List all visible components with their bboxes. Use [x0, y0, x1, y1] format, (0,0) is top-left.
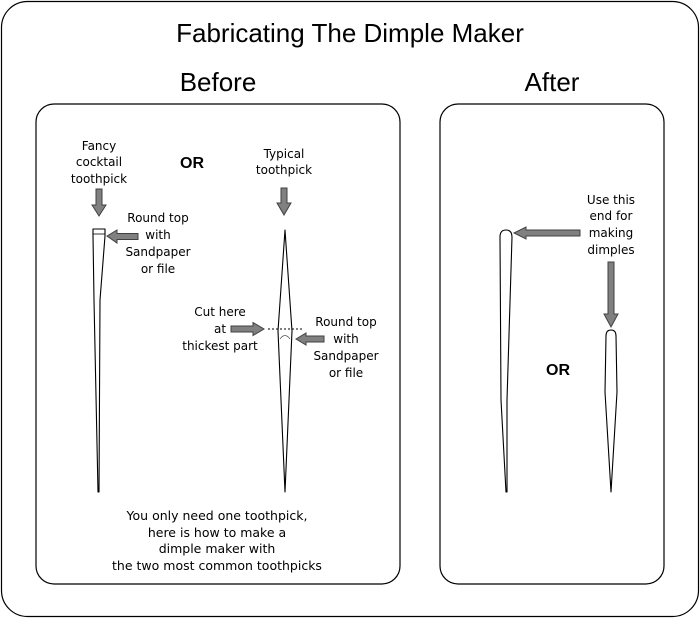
svg-text:thickest part: thickest part	[182, 339, 258, 353]
svg-text:toothpick: toothpick	[256, 163, 312, 177]
svg-text:Round top: Round top	[315, 315, 376, 329]
svg-text:Use this: Use this	[587, 193, 635, 207]
svg-text:Cut here: Cut here	[194, 305, 246, 319]
cut-here-label: Cut here at thickest part	[182, 305, 258, 353]
instructions-note: You only need one toothpick, here is how…	[112, 508, 322, 573]
left-arrow-icon	[295, 332, 325, 346]
svg-text:dimples: dimples	[587, 243, 634, 257]
left-arrow-icon	[512, 226, 581, 240]
down-arrow-icon	[603, 261, 619, 329]
svg-text:making: making	[589, 226, 634, 240]
svg-text:or file: or file	[329, 366, 363, 380]
fancy-toothpick	[92, 228, 106, 493]
left-arrow-icon	[106, 229, 139, 244]
down-arrow-icon	[91, 188, 107, 217]
svg-text:toothpick: toothpick	[71, 172, 127, 186]
or-label-after: OR	[546, 362, 570, 379]
svg-text:or file: or file	[141, 262, 175, 276]
finished-fancy-toothpick	[499, 229, 513, 493]
page-title: Fabricating The Dimple Maker	[176, 18, 524, 48]
finished-typical-toothpick	[604, 329, 618, 493]
down-arrow-icon	[276, 187, 292, 216]
svg-text:end for: end for	[590, 209, 633, 223]
svg-text:cocktail: cocktail	[76, 155, 122, 169]
svg-text:Round top: Round top	[127, 211, 188, 225]
rounded-top-mark	[279, 335, 291, 340]
svg-text:Typical: Typical	[263, 147, 305, 161]
svg-text:dimple maker with: dimple maker with	[159, 541, 276, 556]
use-this-end-label: Use this end for making dimples	[587, 193, 635, 257]
round-top-typical-label: Round top with Sandpaper or file	[313, 315, 378, 380]
svg-text:the two most common toothpicks: the two most common toothpicks	[112, 558, 322, 573]
svg-text:Fancy: Fancy	[82, 139, 116, 153]
svg-text:Sandpaper: Sandpaper	[313, 349, 378, 363]
or-label-before: OR	[180, 155, 204, 172]
after-panel	[439, 103, 665, 585]
fancy-toothpick-label: Fancy cocktail toothpick	[71, 139, 127, 186]
after-heading: After	[525, 67, 580, 97]
before-heading: Before	[180, 67, 257, 97]
svg-text:with: with	[145, 228, 170, 242]
svg-text:at: at	[214, 322, 226, 336]
svg-text:You only need one toothpick,: You only need one toothpick,	[126, 508, 308, 523]
svg-text:Sandpaper: Sandpaper	[125, 245, 190, 259]
right-arrow-icon	[230, 321, 265, 337]
typical-toothpick-label: Typical toothpick	[256, 147, 312, 177]
round-top-fancy-label: Round top with Sandpaper or file	[125, 211, 190, 276]
before-panel	[35, 103, 401, 585]
svg-text:with: with	[333, 332, 358, 346]
svg-text:here is how to make a: here is how to make a	[148, 525, 286, 540]
typical-toothpick	[277, 229, 293, 493]
